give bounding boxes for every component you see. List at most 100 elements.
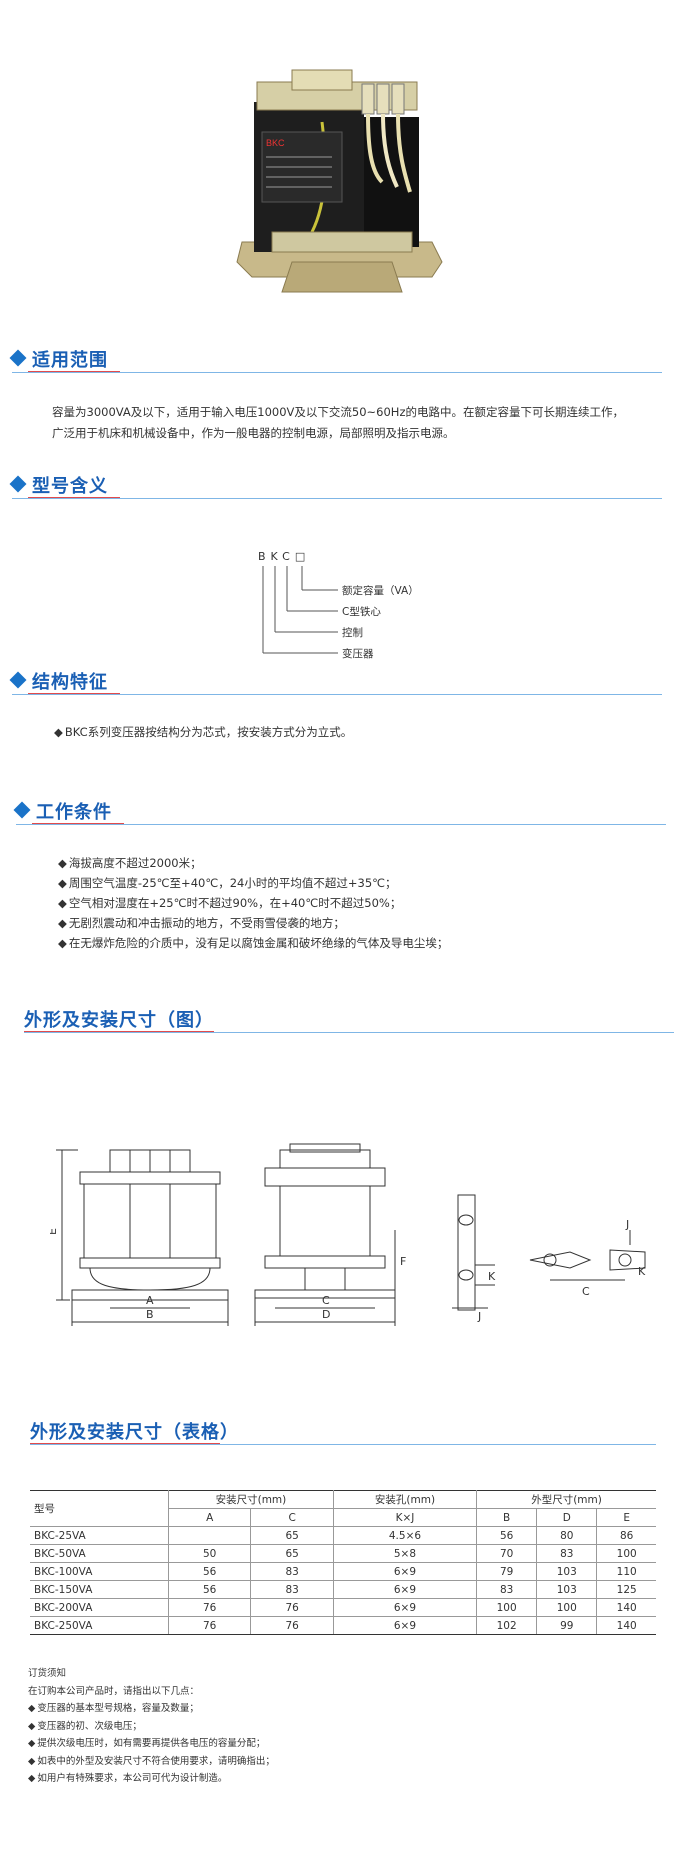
cell: 6×9: [333, 1616, 478, 1635]
table-row: BKC-25VA 65 4.5×6 56 80 86: [30, 1526, 656, 1545]
table-row: BKC-150VA 56 83 6×9 83 103 125: [30, 1580, 656, 1599]
sub-header-c: C: [250, 1508, 334, 1527]
cell: 56: [168, 1562, 252, 1581]
cell: 125: [596, 1580, 656, 1599]
cell: 6×9: [333, 1598, 478, 1617]
list-item: 如用户有特殊要求，本公司可代为设计制造。: [28, 1770, 275, 1788]
cell: 76: [168, 1598, 252, 1617]
dim-label-f: F: [400, 1255, 406, 1268]
section-title: 外形及安装尺寸（图）: [24, 1010, 214, 1031]
dim-label-c2: C: [582, 1285, 590, 1298]
cell: 4.5×6: [333, 1526, 478, 1545]
transformer-photo: BKC: [236, 69, 443, 293]
cell: 103: [536, 1562, 598, 1581]
diamond-icon: [9, 475, 27, 493]
sub-header-e: E: [596, 1508, 656, 1527]
model-leader-lines: [262, 566, 338, 654]
diamond-icon: [13, 801, 31, 819]
list-item: 周围空气温度-25℃至+40℃，24小时的平均值不超过+35℃；: [58, 873, 448, 893]
cell: 76: [168, 1616, 252, 1635]
cell: 50: [168, 1544, 252, 1563]
notes-intro: 在订购本公司产品时，请指出以下几点：: [28, 1685, 200, 1697]
diamond-icon: [9, 349, 27, 367]
cell: 83: [250, 1562, 334, 1581]
cell: 56: [476, 1526, 538, 1545]
list-item: 提供次级电压时，如有需要再提供各电压的容量分配；: [28, 1735, 275, 1753]
dim-label-d: D: [322, 1308, 330, 1321]
list-item: 空气相对湿度在+25℃时不超过90%，在+40℃时不超过50%；: [58, 893, 448, 913]
model-code: BKC□: [258, 550, 311, 563]
structure-list: BKC系列变压器按结构分为芯式，按安装方式分为立式。: [54, 722, 352, 742]
sub-header-a: A: [168, 1508, 252, 1527]
cell: 83: [476, 1580, 538, 1599]
section-header-model: 型号含义: [9, 472, 662, 506]
group-outline: 外型尺寸(mm): [476, 1490, 656, 1509]
group-install: 安装尺寸(mm): [168, 1490, 334, 1509]
sub-header-kj: K×J: [333, 1508, 478, 1527]
dim-label-k: K: [488, 1270, 496, 1283]
scope-text-1: 容量为3000VA及以下，适用于输入电压1000V及以下交流50~60Hz的电路…: [52, 405, 624, 419]
dim-label-c: C: [322, 1294, 330, 1307]
list-item: 海拔高度不超过2000米；: [58, 853, 448, 873]
cell: 103: [536, 1580, 598, 1599]
diamond-icon: [9, 671, 27, 689]
cell: 86: [596, 1526, 656, 1545]
section-header-conditions: 工作条件: [13, 798, 666, 832]
dimension-drawings: E A B C D F J K C J K: [50, 1143, 646, 1326]
dim-label-b: B: [146, 1308, 154, 1321]
list-item: 无剧烈震动和冲击振动的地方，不受雨雪侵袭的地方；: [58, 913, 448, 933]
dim-label-a: A: [146, 1294, 154, 1307]
cell: 99: [536, 1616, 598, 1635]
dimension-table: 型号 安装尺寸(mm) 安装孔(mm) 外型尺寸(mm) A C K×J B D…: [30, 1490, 656, 1635]
section-header-structure: 结构特征: [9, 668, 662, 702]
section-header-table: 外形及安装尺寸（表格）: [30, 1418, 656, 1452]
cell: 83: [536, 1544, 598, 1563]
section-title: 适用范围: [32, 350, 108, 371]
cell: 100: [476, 1598, 538, 1617]
cell: 140: [596, 1616, 656, 1635]
cell: 100: [596, 1544, 656, 1563]
cell: BKC-200VA: [30, 1598, 169, 1617]
table-row: BKC-200VA 76 76 6×9 100 100 140: [30, 1598, 656, 1617]
section-header-scope: 适用范围: [9, 346, 662, 380]
notes-list: 变压器的基本型号规格，容量及数量； 变压器的初、次级电压； 提供次级电压时，如有…: [28, 1700, 275, 1788]
cell: 70: [476, 1544, 538, 1563]
dim-label-e: E: [50, 1228, 59, 1235]
section-title: 外形及安装尺寸（表格）: [30, 1422, 239, 1443]
section-title: 结构特征: [32, 672, 108, 693]
table-row: BKC-100VA 56 83 6×9 79 103 110: [30, 1562, 656, 1581]
table-row: BKC-50VA 50 65 5×8 70 83 100: [30, 1544, 656, 1563]
cell: 5×8: [333, 1544, 478, 1563]
cell: 79: [476, 1562, 538, 1581]
cell: 110: [596, 1562, 656, 1581]
section-title: 型号含义: [32, 476, 108, 497]
cell: BKC-50VA: [30, 1544, 169, 1563]
group-hole: 安装孔(mm): [333, 1490, 478, 1509]
cell: BKC-250VA: [30, 1616, 169, 1635]
conditions-list: 海拔高度不超过2000米； 周围空气温度-25℃至+40℃，24小时的平均值不超…: [58, 853, 449, 953]
notes-title: 订货须知: [28, 1668, 67, 1679]
cell: 80: [536, 1526, 598, 1545]
cell: 65: [250, 1544, 334, 1563]
sub-header-d: D: [536, 1508, 598, 1527]
dim-label-j: J: [477, 1310, 481, 1323]
cell: 65: [250, 1526, 334, 1545]
list-item: 在无爆炸危险的介质中，没有足以腐蚀金属和破坏绝缘的气体及导电尘埃；: [58, 933, 449, 953]
model-meaning-diagram: BKC□ 额定容量（VA） C型铁心 控制 变压器: [258, 550, 478, 660]
photo-brand-text: BKC: [266, 138, 285, 148]
dim-label-k2: K: [638, 1265, 646, 1278]
col-model: 型号: [30, 1490, 169, 1527]
cell: 102: [476, 1616, 538, 1635]
model-label-transformer: 变压器: [342, 648, 374, 660]
cell: [168, 1526, 252, 1545]
table-row: BKC-250VA 76 76 6×9 102 99 140: [30, 1616, 656, 1635]
section-title: 工作条件: [36, 802, 112, 823]
cell: 6×9: [333, 1580, 478, 1599]
cell: BKC-25VA: [30, 1526, 169, 1545]
cell: 140: [596, 1598, 656, 1617]
list-item: 如表中的外型及安装尺寸不符合使用要求，请明确指出；: [28, 1753, 275, 1771]
cell: 100: [536, 1598, 598, 1617]
list-item: 变压器的基本型号规格，容量及数量；: [28, 1700, 275, 1718]
cell: 83: [250, 1580, 334, 1599]
cell: BKC-100VA: [30, 1562, 169, 1581]
